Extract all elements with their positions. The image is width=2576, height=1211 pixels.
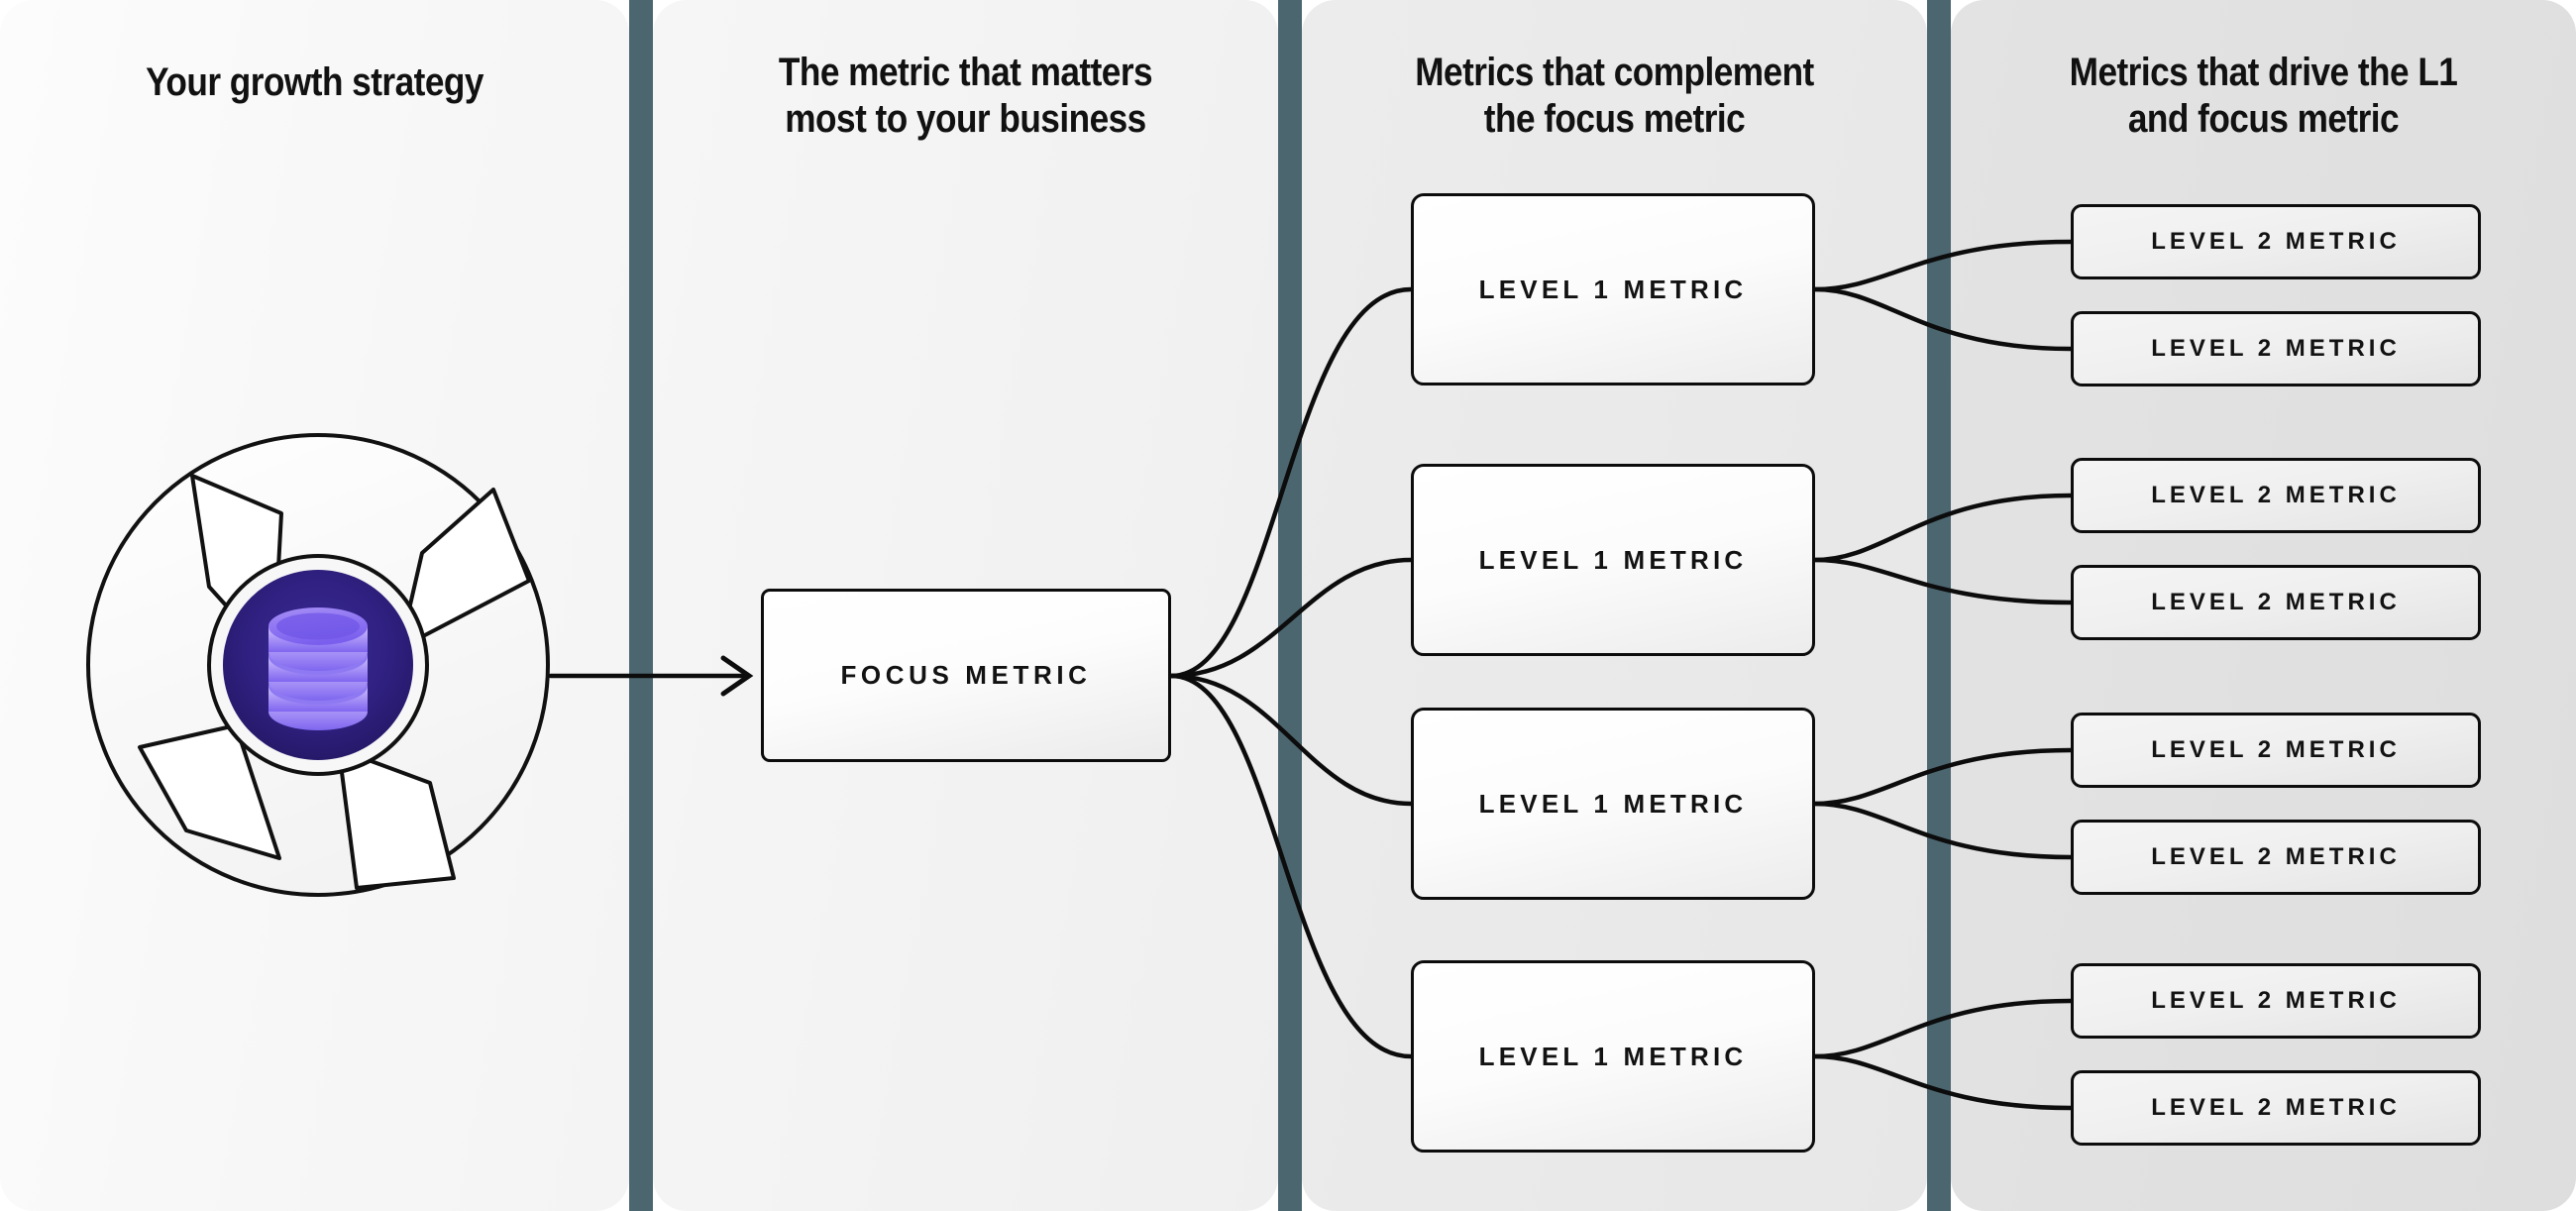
level2-metric-node-8[interactable]: LEVEL 2 METRIC — [2071, 1070, 2481, 1146]
column-divider-1 — [629, 0, 653, 1211]
column-divider-2 — [1278, 0, 1302, 1211]
focus-metric-node[interactable]: FOCUS METRIC — [761, 589, 1171, 762]
database-icon — [268, 607, 368, 730]
level1-metric-node-2[interactable]: LEVEL 1 METRIC — [1411, 464, 1815, 656]
level1-metric-node-1[interactable]: LEVEL 1 METRIC — [1411, 193, 1815, 385]
level2-metric-node-6[interactable]: LEVEL 2 METRIC — [2071, 820, 2481, 895]
level2-metric-node-1[interactable]: LEVEL 2 METRIC — [2071, 204, 2481, 279]
level1-metric-node-3[interactable]: LEVEL 1 METRIC — [1411, 708, 1815, 900]
level2-metric-node-7[interactable]: LEVEL 2 METRIC — [2071, 963, 2481, 1039]
level1-metric-node-4[interactable]: LEVEL 1 METRIC — [1411, 960, 1815, 1153]
column-title-growth-strategy: Your growth strategy — [146, 60, 483, 104]
level2-metric-node-5[interactable]: LEVEL 2 METRIC — [2071, 713, 2481, 788]
column-divider-3 — [1927, 0, 1951, 1211]
growth-strategy-emblem — [85, 430, 551, 900]
level2-metric-node-2[interactable]: LEVEL 2 METRIC — [2071, 311, 2481, 386]
level2-metric-node-3[interactable]: LEVEL 2 METRIC — [2071, 458, 2481, 533]
level2-metric-node-4[interactable]: LEVEL 2 METRIC — [2071, 565, 2481, 640]
